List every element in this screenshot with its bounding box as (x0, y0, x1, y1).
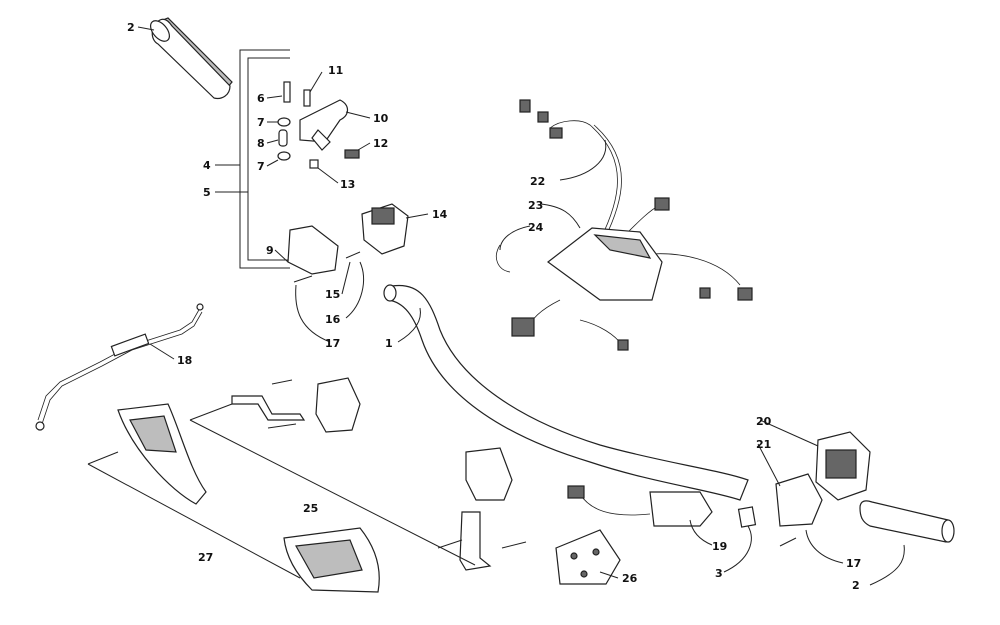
callout-19: 19 (712, 540, 727, 553)
left-grip (150, 17, 233, 100)
callout-2-right: 2 (852, 579, 860, 592)
callout-17-left: 17 (325, 337, 340, 350)
callout-18: 18 (177, 354, 192, 367)
callout-9: 9 (266, 244, 274, 257)
callout-16: 16 (325, 313, 341, 326)
callout-22: 22 (530, 175, 545, 188)
wiring-harness (496, 99, 753, 351)
hand-guard-upper (117, 403, 207, 505)
callout-labels: 2 6 7 8 7 4 5 9 11 10 12 13 14 15 16 17 … (127, 21, 861, 592)
throttle-lever (299, 99, 360, 159)
hand-guard-lower (283, 527, 380, 593)
leader-lines (137, 26, 905, 586)
callout-23: 23 (528, 199, 543, 212)
callout-25: 25 (303, 502, 318, 515)
guard-bracket-upper (231, 377, 361, 433)
callout-27: 27 (198, 551, 213, 564)
callout-2-left: 2 (127, 21, 135, 34)
switch-plate (555, 529, 621, 585)
callout-24: 24 (528, 221, 544, 234)
bracket-lines (239, 49, 290, 269)
callout-15: 15 (325, 288, 340, 301)
throttle-cable (35, 303, 204, 431)
callout-5: 5 (203, 186, 211, 199)
callout-13: 13 (340, 178, 355, 191)
heat-element (567, 485, 713, 527)
callout-6: 6 (257, 92, 265, 105)
callout-7-lower: 7 (257, 160, 265, 173)
handlebar (383, 284, 749, 501)
callout-21: 21 (756, 438, 771, 451)
callout-20: 20 (756, 415, 772, 428)
callout-11: 11 (328, 64, 343, 77)
guard-bracket-lower (437, 447, 527, 571)
right-grip (859, 500, 955, 543)
callout-1: 1 (385, 337, 393, 350)
callout-4: 4 (203, 159, 211, 172)
callout-10: 10 (373, 112, 389, 125)
callout-3: 3 (715, 567, 723, 580)
group-lines (87, 403, 476, 579)
right-switch-housing (815, 431, 871, 501)
callout-14: 14 (432, 208, 448, 221)
callout-12: 12 (373, 137, 388, 150)
callout-7-upper: 7 (257, 116, 265, 129)
callout-17-right: 17 (846, 557, 861, 570)
throttle-housing (287, 203, 409, 283)
callout-26: 26 (622, 572, 638, 585)
bar-end-sleeve (737, 506, 757, 528)
right-bracket (775, 473, 823, 547)
callout-8: 8 (257, 137, 265, 150)
